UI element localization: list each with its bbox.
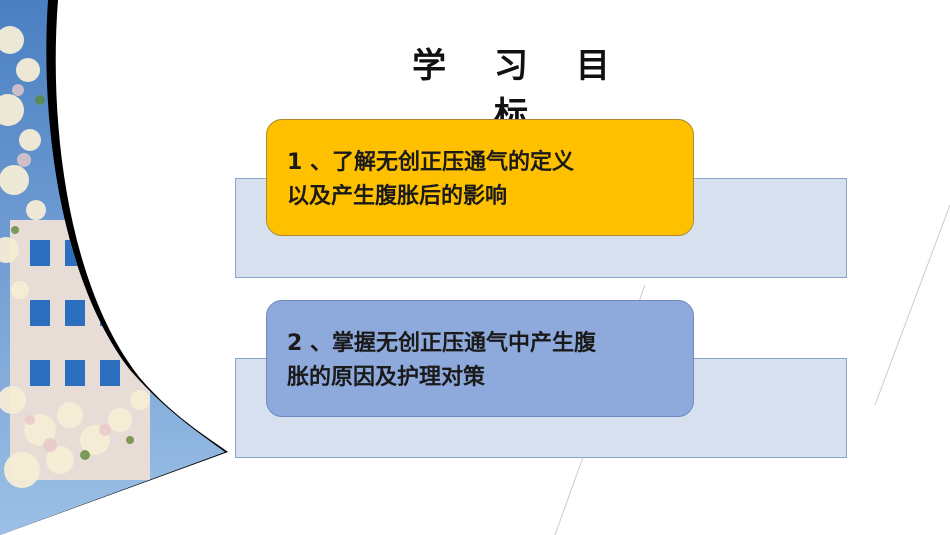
- objective-2-line-2: 胀的原因及护理对策: [287, 365, 486, 390]
- decorative-photo-blossoms: [0, 0, 230, 535]
- objective-card-2: 2 、掌握无创正压通气中产生腹 胀的原因及护理对策: [266, 300, 694, 417]
- objective-card-1: 1 、了解无创正压通气的定义 以及产生腹胀后的影响: [266, 119, 694, 236]
- objective-1-line-2: 以及产生腹胀后的影响: [287, 184, 508, 209]
- objective-1-line-1: 1 、了解无创正压通气的定义: [287, 150, 574, 175]
- objective-2-line-1: 2 、掌握无创正压通气中产生腹: [287, 331, 596, 356]
